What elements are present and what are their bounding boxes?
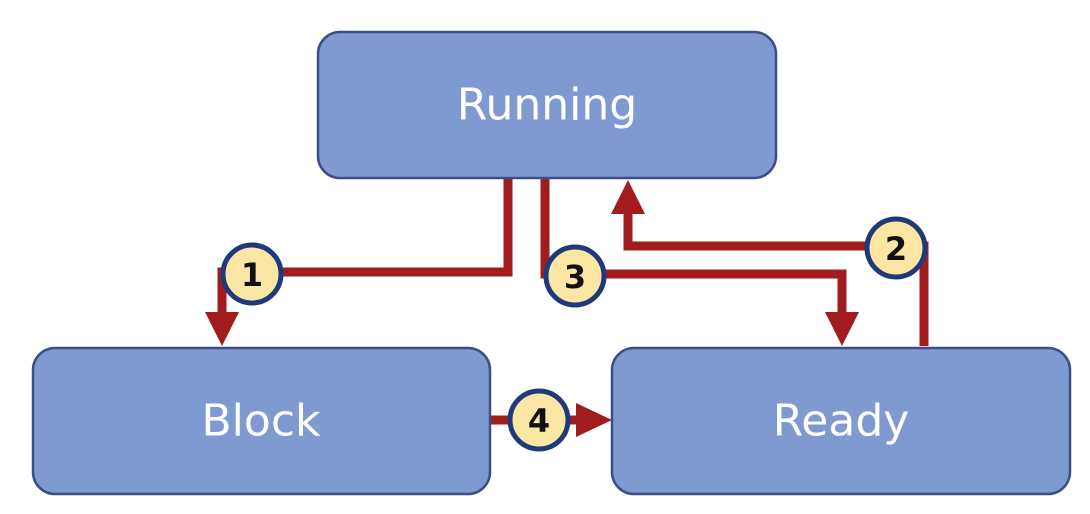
state-block-label: Block (201, 396, 321, 447)
transition-4-number: 4 (528, 402, 550, 440)
transition-2-badge: 2 (864, 216, 928, 280)
transition-4-badge: 4 (507, 388, 571, 452)
state-block: Block (31, 346, 492, 496)
transition-3-number: 3 (564, 258, 586, 296)
transition-2-arrow (611, 180, 929, 346)
transition-1-number: 1 (241, 256, 263, 294)
transition-1-arrow (205, 178, 513, 346)
transition-3-arrow (540, 178, 859, 346)
transition-1-badge: 1 (220, 242, 284, 306)
state-running: Running (316, 30, 778, 180)
transition-3-badge: 3 (543, 244, 607, 308)
state-running-label: Running (457, 80, 637, 131)
state-ready: Ready (610, 346, 1072, 496)
state-ready-label: Ready (773, 396, 910, 447)
transition-2-number: 2 (885, 230, 907, 268)
